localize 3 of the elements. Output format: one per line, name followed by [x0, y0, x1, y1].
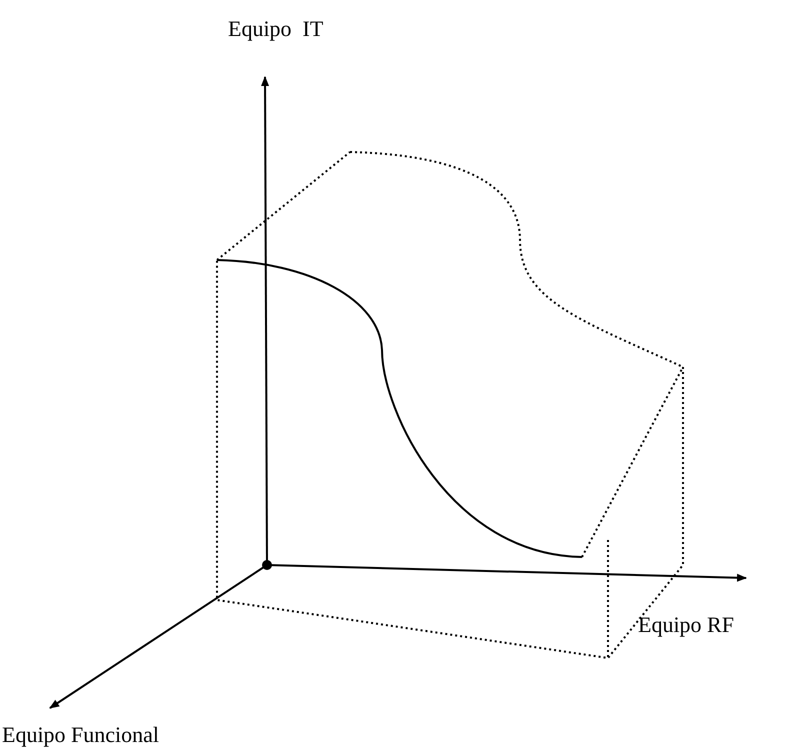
- axis-label: Equipo IT: [228, 15, 324, 43]
- axis-label: Equipo RF: [638, 611, 734, 639]
- axis-label: Equipo Funcional: [2, 721, 160, 749]
